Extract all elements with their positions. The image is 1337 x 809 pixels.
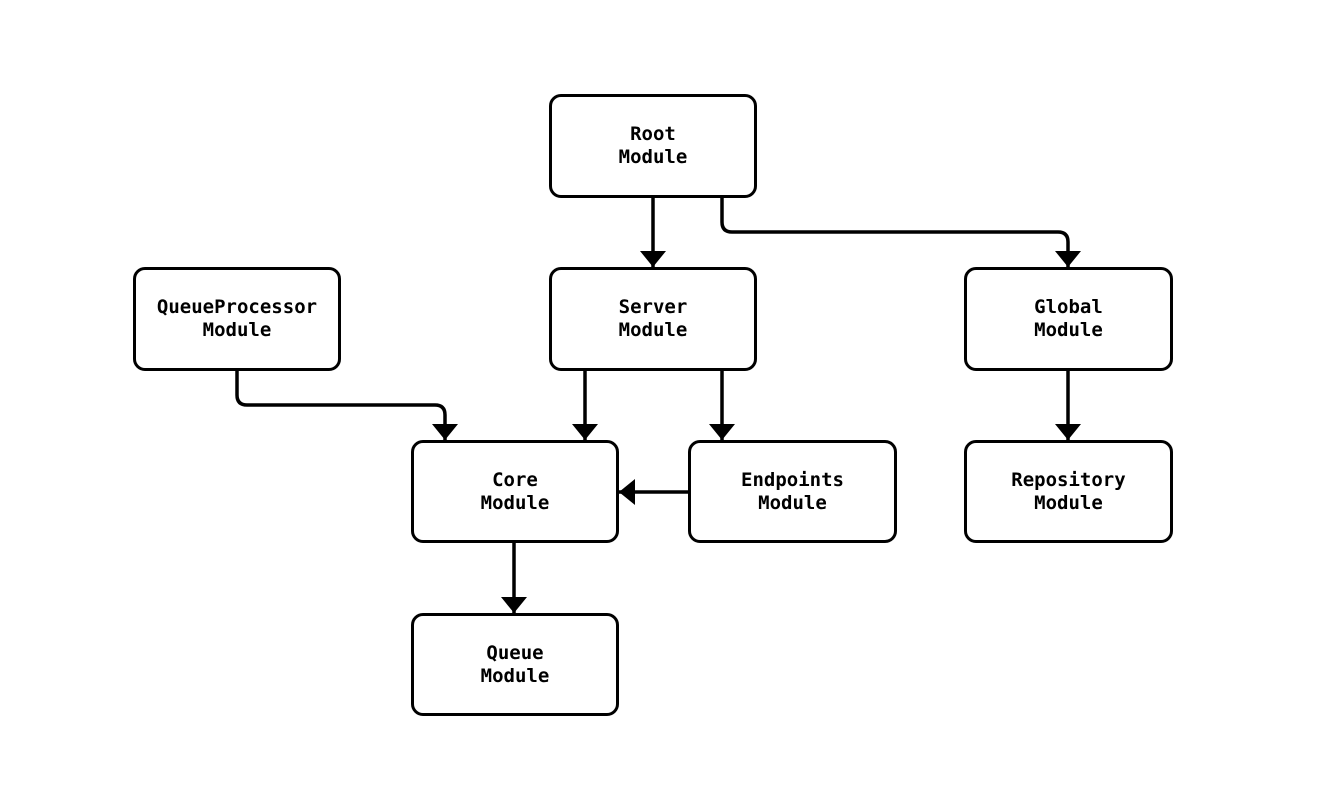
node-repository-module: Repository Module	[964, 440, 1173, 543]
node-root-module: Root Module	[549, 94, 757, 198]
node-server-module: Server Module	[549, 267, 757, 371]
node-label-global: Global Module	[1034, 296, 1103, 341]
node-label-core: Core Module	[480, 468, 550, 514]
node-queueprocessor-module: QueueProcessor Module	[133, 267, 341, 371]
node-label-root: Root Module	[618, 123, 688, 168]
edge-root-to-global	[720, 198, 1081, 267]
node-endpoints-module: Endpoints Module	[688, 440, 897, 543]
node-label-repository: Repository Module	[1011, 468, 1126, 514]
node-global-module: Global Module	[964, 267, 1173, 371]
edge-queueprocessor-to-core	[235, 371, 458, 440]
node-label-server: Server Module	[618, 296, 688, 341]
node-label-endpoints: Endpoints Module	[741, 468, 844, 514]
node-label-queue: Queue Module	[480, 641, 550, 687]
node-core-module: Core Module	[411, 440, 619, 543]
node-label-queueprocessor: QueueProcessor Module	[156, 296, 318, 341]
node-queue-module: Queue Module	[411, 613, 619, 716]
